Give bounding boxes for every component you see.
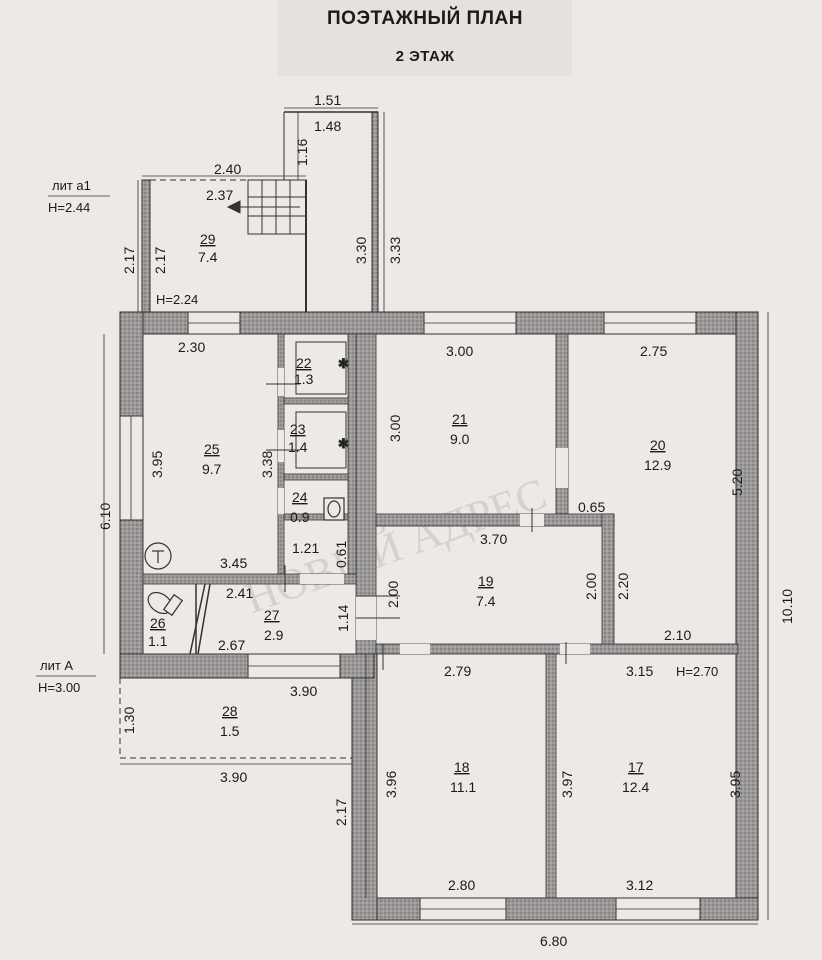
room-area: 1.5	[220, 723, 240, 739]
room-number: 23	[290, 421, 306, 437]
dim-label: 2.30	[178, 339, 205, 355]
dim-label: 2.79	[444, 663, 471, 679]
dim-label: 3.97	[559, 771, 575, 798]
dim-label: 2.67	[218, 637, 245, 653]
wc-partitions	[189, 583, 211, 655]
dimension-labels: 1.51 1.48 1.16 2.40 2.37 2.17 2.17 3.30 …	[97, 92, 795, 949]
dim-label: 0.65	[578, 499, 605, 515]
dim-label: 3.00	[446, 343, 473, 359]
dim-label: 3.96	[383, 771, 399, 798]
dim-label: 3.33	[387, 237, 403, 264]
room-number: 28	[222, 703, 238, 719]
dim-label: 1.48	[314, 118, 341, 134]
dim-label: 2.00	[385, 581, 401, 608]
dim-label: 3.90	[220, 769, 247, 785]
toilet-icon	[147, 591, 184, 617]
room-number: 19	[478, 573, 494, 589]
room-number: 22	[296, 355, 312, 371]
room-area: 11.1	[450, 779, 476, 795]
height-notes: лит а1 H=2.44 H=2.24 лит А H=3.00 H=2.70	[36, 178, 718, 695]
dim-label: 0.61	[333, 541, 349, 568]
staircase	[226, 179, 307, 235]
dim-label: 3.90	[290, 683, 317, 699]
dim-label: 3.15	[626, 663, 653, 679]
dim-label: 3.00	[387, 415, 403, 442]
dim-label: 2.10	[664, 627, 691, 643]
sink-icon	[323, 497, 345, 521]
room-number: 29	[200, 231, 216, 247]
room-number: 20	[650, 437, 666, 453]
room-number: 18	[454, 759, 470, 775]
room-area: 1.4	[288, 439, 308, 455]
dim-label: 2.20	[615, 573, 631, 600]
dim-label: 1.51	[314, 92, 341, 108]
plan-subtitle: 2 ЭТАЖ	[395, 48, 455, 65]
room-area: 12.4	[622, 779, 649, 795]
annex-lit-a1	[141, 111, 379, 313]
svg-text:✱: ✱	[338, 356, 349, 371]
dim-label: 3.38	[259, 451, 275, 478]
dim-label: 2.75	[640, 343, 667, 359]
dim-label: 3.45	[220, 555, 247, 571]
dim-label: 3.12	[626, 877, 653, 893]
plan-title: ПОЭТАЖНЫЙ ПЛАН	[327, 8, 523, 29]
note-h-a1: H=2.44	[48, 200, 90, 215]
room-area: 9.0	[450, 431, 470, 447]
door-swings	[284, 508, 567, 670]
bath-fixtures: ✱ ✱	[266, 341, 350, 469]
note-lit-a1: лит а1	[52, 178, 91, 193]
dim-label: 1.30	[121, 707, 137, 734]
note-h-A: H=3.00	[38, 680, 80, 695]
room-area: 9.7	[202, 461, 222, 477]
window-lines	[130, 322, 700, 910]
dim-label: 3.95	[149, 451, 165, 478]
dim-label: 1.14	[335, 605, 351, 632]
room-number: 25	[204, 441, 220, 457]
balcony-28	[119, 678, 352, 759]
svg-text:✱: ✱	[338, 436, 349, 451]
dim-label: 3.70	[480, 531, 507, 547]
boiler-icon	[144, 542, 172, 570]
title-block	[278, 0, 572, 76]
dim-label: 2.17	[333, 799, 349, 826]
dim-label: 2.40	[214, 161, 241, 177]
dim-label: 3.30	[353, 237, 369, 264]
dimension-lines	[103, 107, 769, 925]
room-number: 27	[264, 607, 280, 623]
room-area: 2.9	[264, 627, 284, 643]
room-area: 1.1	[148, 633, 168, 649]
dim-label: 2.17	[121, 247, 137, 274]
dim-label: 2.80	[448, 877, 475, 893]
dim-label: 1.21	[292, 540, 319, 556]
dim-label: 10.10	[779, 589, 795, 624]
room-number: 17	[628, 759, 644, 775]
dim-label: 3.95	[727, 771, 743, 798]
room-area: 7.4	[476, 593, 496, 609]
dim-label: 1.16	[294, 139, 310, 166]
room-labels: 17 12.4 18 11.1 19 7.4 20 12.9 21 9.0 22…	[148, 231, 671, 795]
note-lit-A: лит А	[40, 658, 73, 673]
room-area: 1.3	[294, 371, 314, 387]
room-area: 0.9	[290, 509, 310, 525]
dim-label: 2.00	[583, 573, 599, 600]
note-h-270: H=2.70	[676, 664, 718, 679]
room-number: 26	[150, 615, 166, 631]
note-h-224: H=2.24	[156, 292, 198, 307]
interior-walls	[142, 333, 739, 899]
dim-label: 2.37	[206, 187, 233, 203]
dim-label: 6.80	[540, 933, 567, 949]
exterior-walls	[119, 311, 759, 921]
dim-label: 2.41	[226, 585, 253, 601]
room-area: 12.9	[644, 457, 671, 473]
room-number: 24	[292, 489, 308, 505]
dim-label: 5.20	[729, 469, 745, 496]
dim-label: 2.17	[152, 247, 168, 274]
dim-label: 6.10	[97, 503, 113, 530]
room-area: 7.4	[198, 249, 218, 265]
room-number: 21	[452, 411, 468, 427]
